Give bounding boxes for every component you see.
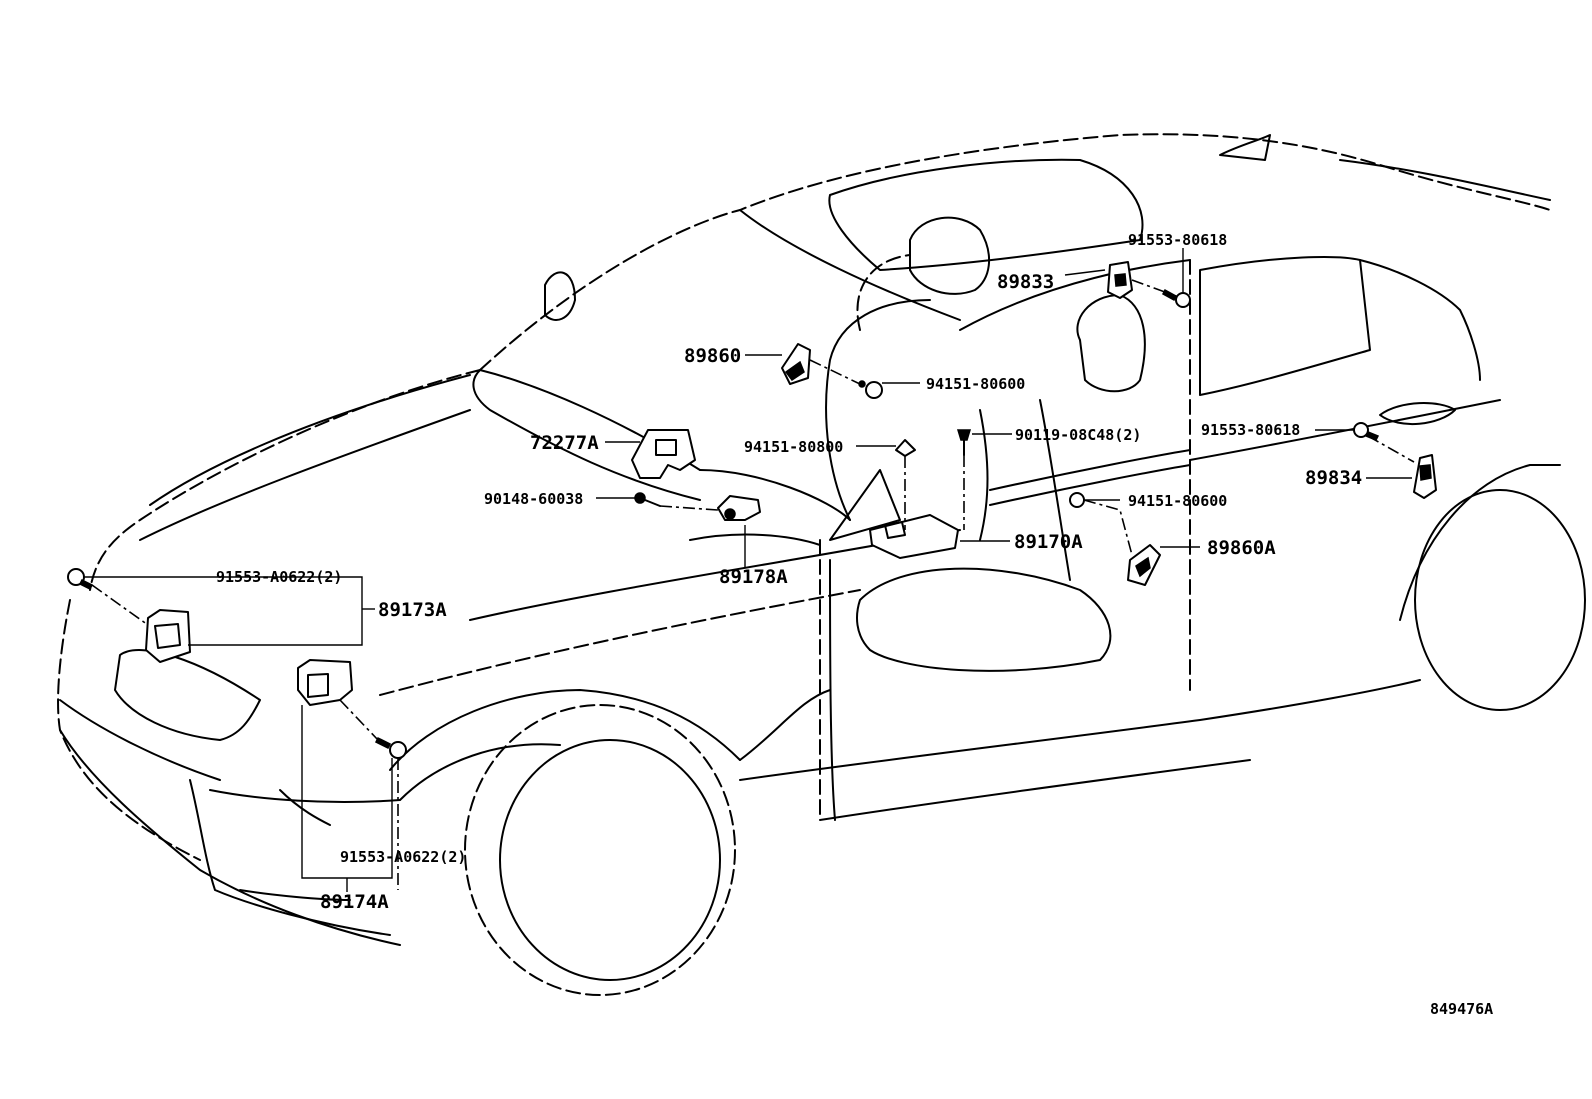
- label-90148-60038: 90148-60038: [484, 490, 583, 508]
- label-72277A: 72277A: [530, 432, 599, 454]
- figure-id: 849476A: [1430, 1000, 1493, 1018]
- part-labels: 89833 91553-80618 89860 94151-80600 7227…: [216, 231, 1493, 1018]
- label-94151-80600-lower: 94151-80600: [1128, 492, 1227, 510]
- car-body-outline: [57, 133, 1586, 996]
- sensor-89834-icon: [1413, 454, 1437, 499]
- label-89173A: 89173A: [378, 599, 447, 621]
- assembly-chain-lines: [91, 279, 1415, 890]
- label-94151-80800: 94151-80800: [744, 438, 843, 456]
- label-91553-80618-top: 91553-80618: [1128, 231, 1227, 249]
- airbag-ecu-89170A-icon: [869, 514, 959, 559]
- sensor-89860A-icon: [1127, 544, 1161, 586]
- bolt-91553-A0622-lower-icon: [374, 736, 407, 759]
- label-91553-80618-right: 91553-80618: [1201, 421, 1300, 439]
- bolt-91553-A0622-upper-icon: [67, 568, 94, 591]
- sensor-89174A-icon: [297, 659, 353, 706]
- label-89178A: 89178A: [719, 566, 788, 588]
- label-91553-A0622-lower: 91553-A0622(2): [340, 848, 466, 866]
- nut-94151-80600-lower-icon: [1069, 492, 1085, 508]
- nut-94151-80800-icon: [895, 439, 916, 457]
- sensor-89860-icon: [781, 343, 811, 385]
- screw-90148-60038-icon: [634, 492, 661, 507]
- label-89860A: 89860A: [1207, 537, 1276, 559]
- bracket-72277A-icon: [631, 429, 696, 479]
- sensor-89173A-icon: [145, 609, 191, 663]
- label-90119-08C48: 90119-08C48(2): [1015, 426, 1141, 444]
- bolt-90119-08C48-icon: [956, 429, 972, 456]
- label-89170A: 89170A: [1014, 531, 1083, 553]
- label-89174A: 89174A: [320, 891, 389, 913]
- nut-94151-80600-upper-icon: [858, 380, 883, 399]
- label-91553-A0622-upper: 91553-A0622(2): [216, 568, 342, 586]
- label-89834: 89834: [1305, 467, 1362, 489]
- leader-lines: [84, 248, 1412, 892]
- parts: [67, 261, 1437, 759]
- sensor-89833-icon: [1107, 261, 1133, 299]
- label-89833: 89833: [997, 271, 1054, 293]
- label-89860: 89860: [684, 345, 741, 367]
- bolt-91553-80618-top-icon: [1162, 288, 1191, 308]
- label-94151-80600-upper: 94151-80600: [926, 375, 1025, 393]
- bolt-91553-80618-right-icon: [1353, 422, 1380, 441]
- sensor-89178A-icon: [717, 495, 761, 521]
